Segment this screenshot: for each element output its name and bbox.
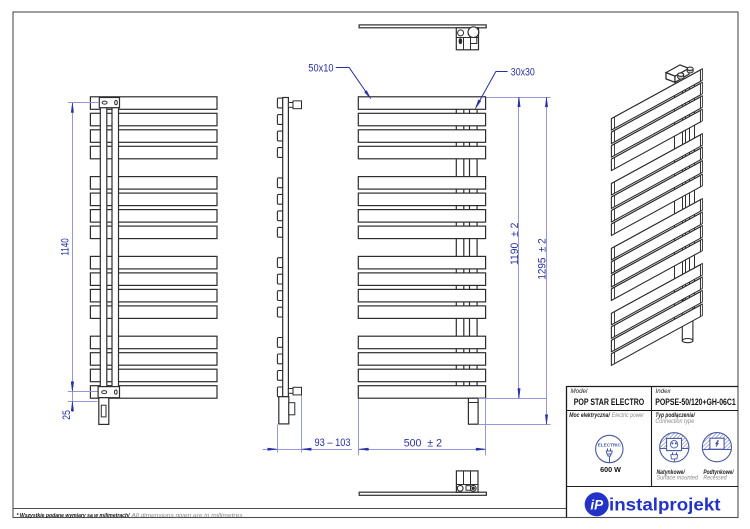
svg-text:iP: iP: [590, 497, 604, 512]
svg-text:500 ± 2: 500 ± 2: [404, 437, 442, 449]
svg-text:Moc elektryczna/: Moc elektryczna/: [569, 412, 611, 419]
svg-text:Recessed: Recessed: [703, 475, 727, 482]
svg-text:Typ podłączenia/: Typ podłączenia/: [655, 412, 695, 419]
svg-text:1190 ± 2: 1190 ± 2: [509, 223, 521, 265]
svg-text:instalprojekt: instalprojekt: [609, 494, 721, 514]
svg-text:30x30: 30x30: [511, 66, 535, 78]
svg-text:Connection type: Connection type: [655, 418, 694, 425]
svg-text:ELECTRIC: ELECTRIC: [598, 442, 621, 447]
svg-text:POP STAR ELECTRO: POP STAR ELECTRO: [574, 397, 645, 408]
svg-text:Natynkowe/: Natynkowe/: [657, 469, 686, 476]
svg-text:Podtynkowe/: Podtynkowe/: [703, 469, 734, 476]
svg-text:Surface mounted: Surface mounted: [657, 475, 699, 482]
svg-text:1140: 1140: [60, 238, 72, 255]
svg-text:Electric power: Electric power: [612, 412, 645, 419]
svg-text:All dimensions given are in mi: All dimensions given are in millimetres: [130, 513, 242, 519]
svg-text:600 W: 600 W: [600, 465, 621, 474]
svg-text:Index: Index: [656, 388, 672, 395]
svg-text:* Wszystkie podane wymiary są: * Wszystkie podane wymiary są w milimetr…: [17, 513, 131, 519]
svg-text:25: 25: [61, 410, 73, 420]
svg-text:Model: Model: [571, 388, 588, 395]
svg-text:POPSE-50/120+GH-06C1: POPSE-50/120+GH-06C1: [655, 397, 736, 408]
svg-text:1295 ± 2: 1295 ± 2: [537, 238, 549, 279]
svg-text:93 – 103: 93 – 103: [315, 437, 351, 449]
svg-text:50x10: 50x10: [308, 62, 333, 74]
